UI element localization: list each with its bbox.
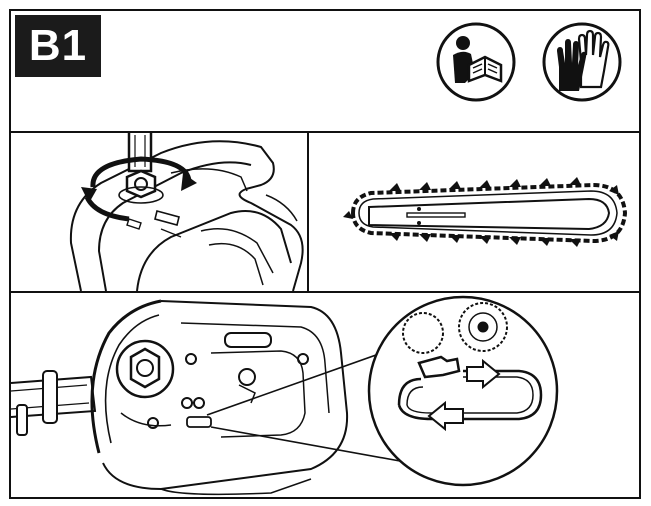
- nut-loosen-icon: [69, 133, 304, 291]
- header-row: B1: [11, 11, 639, 133]
- bottom-row: [11, 293, 639, 497]
- step-badge: B1: [15, 15, 101, 77]
- instruction-sheet: B1: [9, 9, 641, 499]
- panel-loosen-nut: [11, 133, 309, 291]
- panel-chain-bar: [309, 133, 639, 291]
- middle-row: [11, 133, 639, 293]
- chain-bar-icon: [343, 177, 628, 247]
- read-manual-icon: [436, 22, 516, 102]
- chain-direction-icon: [11, 295, 559, 496]
- protective-gloves-icon: [542, 22, 622, 102]
